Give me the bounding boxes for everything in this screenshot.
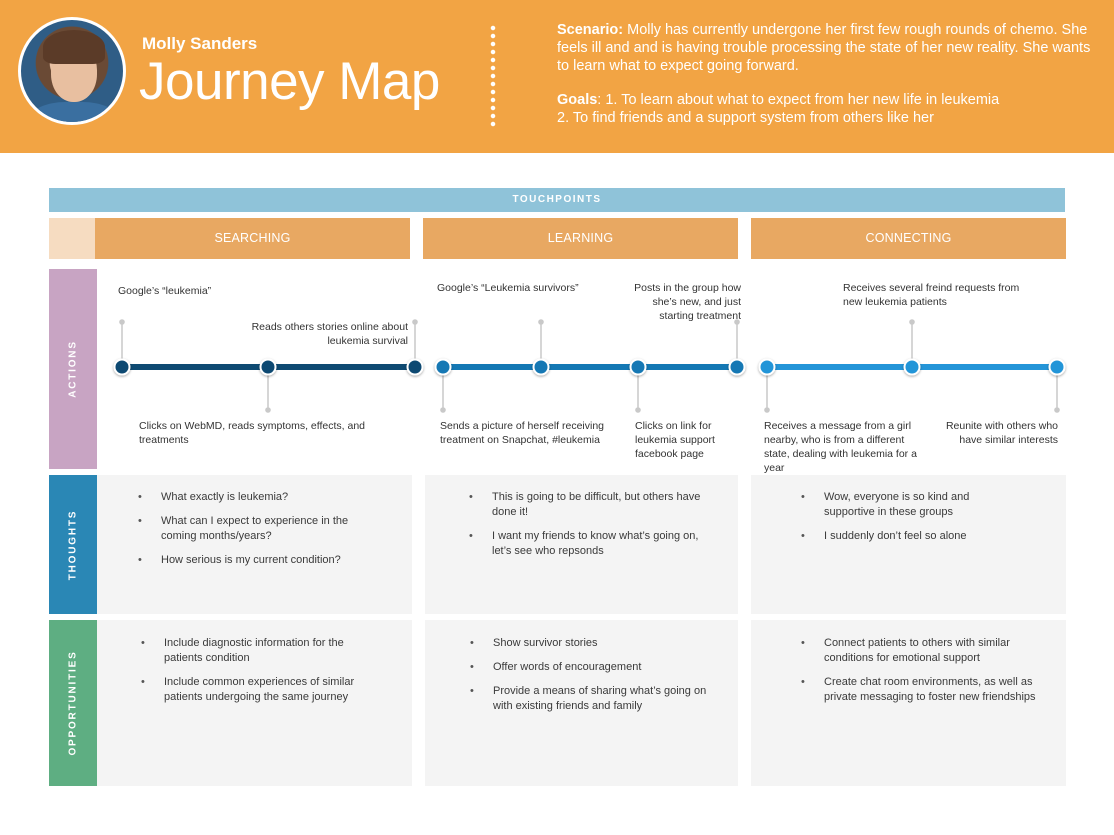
goals-label: Goals: [557, 92, 598, 108]
timeline-node: [1048, 358, 1066, 376]
opportunity-item: Include diagnostic information for the p…: [141, 636, 371, 666]
action-connecting-2: Receives several freind requests from ne…: [843, 282, 1020, 308]
timeline-node: [259, 358, 277, 376]
opportunity-item: Connect patients to others with similar …: [801, 636, 1041, 666]
thoughts-searching-cell: What exactly is leukemia? What can I exp…: [97, 475, 412, 614]
timeline-node: [113, 358, 131, 376]
avatar-hair: [43, 30, 105, 64]
phase-connecting: CONNECTING: [751, 218, 1066, 259]
thought-item: What exactly is leukemia?: [138, 490, 368, 505]
opportunity-item: Provide a means of sharing what’s going …: [470, 684, 710, 714]
row-label-thoughts: THOUGHTS: [49, 475, 97, 614]
goals-line-2: 2. To find friends and a support system …: [557, 110, 934, 126]
goals-body-1: : 1. To learn about what to expect from …: [597, 92, 1000, 108]
action-connecting-3: Reunite with others who have similar int…: [945, 420, 1058, 446]
opportunities-connecting-cell: Connect patients to others with similar …: [751, 620, 1066, 786]
thought-item: This is going to be difficult, but other…: [469, 490, 709, 520]
connector-end: [265, 407, 271, 413]
connector-end: [909, 319, 915, 325]
thought-item: What can I expect to experience in the c…: [138, 514, 368, 544]
thought-item: How serious is my current condition?: [138, 553, 368, 568]
opportunity-item: Include common experiences of similar pa…: [141, 675, 371, 705]
connector-end: [1054, 407, 1060, 413]
connector-end: [734, 319, 740, 325]
opportunities-searching-cell: Include diagnostic information for the p…: [97, 620, 412, 786]
action-learning-1: Google’s “Leukemia survivors”: [437, 282, 579, 294]
phase-searching: SEARCHING: [95, 218, 410, 259]
phase-learning: LEARNING: [423, 218, 738, 259]
persona-name: Molly Sanders: [142, 34, 258, 53]
row-label-actions: ACTIONS: [49, 269, 97, 469]
action-learning-3: Clicks on link for leukemia support face…: [635, 420, 715, 460]
timeline-node: [406, 358, 424, 376]
timeline-node: [903, 358, 921, 376]
avatar: [18, 17, 126, 125]
action-learning-4: Posts in the group how she’s new, and ju…: [634, 282, 741, 322]
timeline-node: [532, 358, 550, 376]
timeline-node: [629, 358, 647, 376]
timeline-node: [728, 358, 746, 376]
action-connecting-1: Receives a message from a girl nearby, w…: [764, 420, 917, 474]
connector-end: [119, 319, 125, 325]
timeline-node: [758, 358, 776, 376]
scenario-body: Molly has currently undergone her first …: [557, 22, 1091, 74]
page-title: Journey Map: [139, 52, 440, 111]
thought-item: I want my friends to know what’s going o…: [469, 529, 709, 559]
connector-end: [538, 319, 544, 325]
touchpoints-bar: TOUCHPOINTS: [49, 188, 1065, 212]
header-banner: Molly Sanders Journey Map Scenario: Moll…: [0, 0, 1114, 153]
goals-line-1: Goals: 1. To learn about what to expect …: [557, 91, 1097, 109]
opportunity-item: Create chat room environments, as well a…: [801, 675, 1041, 705]
thought-item: Wow, everyone is so kind and supportive …: [801, 490, 1001, 520]
opportunity-item: Offer words of encouragement: [470, 660, 710, 675]
connector-end: [764, 407, 770, 413]
scenario-text: Scenario: Molly has currently undergone …: [557, 21, 1097, 75]
thoughts-learning-cell: This is going to be difficult, but other…: [425, 475, 738, 614]
action-searching-1: Google’s “leukemia”: [118, 285, 212, 297]
action-searching-3: Reads others stories online about leukem…: [251, 321, 408, 347]
thoughts-connecting-cell: Wow, everyone is so kind and supportive …: [751, 475, 1066, 614]
connector-end: [440, 407, 446, 413]
opportunities-learning-cell: Show survivor stories Offer words of enc…: [425, 620, 738, 786]
connector-end: [635, 407, 641, 413]
connector-end: [412, 319, 418, 325]
opportunity-item: Show survivor stories: [470, 636, 710, 651]
action-learning-2: Sends a picture of herself receiving tre…: [440, 420, 605, 446]
avatar-shirt: [31, 102, 117, 122]
scenario-label: Scenario:: [557, 22, 624, 38]
dotted-divider: [490, 24, 496, 128]
thought-item: I suddenly don’t feel so alone: [801, 529, 1001, 544]
timeline-node: [434, 358, 452, 376]
goals-text: Goals: 1. To learn about what to expect …: [557, 91, 1097, 127]
corner-block: [49, 218, 95, 259]
row-label-opportunities: OPPORTUNITIES: [49, 620, 97, 786]
action-searching-2: Clicks on WebMD, reads symptoms, effects…: [139, 420, 366, 446]
